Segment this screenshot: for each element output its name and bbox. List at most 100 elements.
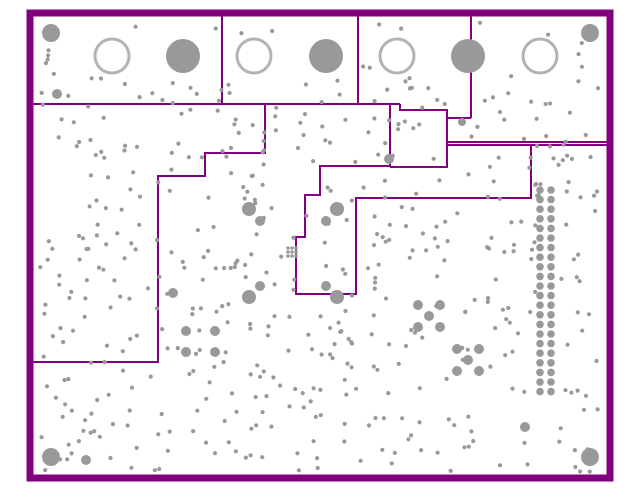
via xyxy=(93,152,98,158)
via xyxy=(493,277,498,282)
via xyxy=(490,95,496,100)
via xyxy=(66,442,71,447)
via xyxy=(534,143,540,148)
via xyxy=(324,263,329,269)
via xyxy=(373,415,378,421)
via xyxy=(155,238,160,243)
via xyxy=(375,231,380,237)
via xyxy=(466,414,471,419)
via xyxy=(194,91,199,96)
via xyxy=(372,99,377,104)
via xyxy=(573,464,578,470)
via xyxy=(190,306,195,311)
via xyxy=(220,149,225,154)
via xyxy=(372,116,377,121)
via xyxy=(148,374,153,379)
via xyxy=(46,239,51,244)
via xyxy=(569,390,574,395)
via xyxy=(195,228,200,233)
via xyxy=(383,195,388,200)
via xyxy=(383,239,388,244)
via xyxy=(106,175,111,180)
via xyxy=(249,252,254,257)
via xyxy=(303,82,308,87)
via xyxy=(336,320,341,325)
via xyxy=(426,86,431,91)
via xyxy=(207,380,212,385)
connector-pad-3 xyxy=(451,39,485,73)
via xyxy=(221,360,226,365)
via xyxy=(344,392,349,397)
via xyxy=(366,130,371,135)
via xyxy=(301,132,306,138)
via xyxy=(291,287,296,292)
via xyxy=(328,352,333,357)
via xyxy=(322,240,327,245)
via xyxy=(313,414,318,419)
via xyxy=(58,326,63,331)
via xyxy=(95,397,100,403)
via xyxy=(198,306,203,311)
via xyxy=(412,330,418,335)
header-pin xyxy=(547,282,555,290)
via xyxy=(376,152,381,157)
via xyxy=(496,155,501,160)
via xyxy=(128,187,133,192)
via xyxy=(497,463,503,468)
header-pin xyxy=(536,359,544,367)
via xyxy=(131,170,136,175)
header-pin xyxy=(536,378,544,386)
via xyxy=(382,178,387,183)
via xyxy=(389,461,394,466)
via xyxy=(213,351,218,356)
via xyxy=(165,448,170,453)
via xyxy=(387,222,392,227)
mounting-hole-top-left xyxy=(42,24,60,42)
header-pin xyxy=(547,311,555,319)
via xyxy=(104,242,109,247)
via xyxy=(471,438,476,444)
via xyxy=(43,302,48,307)
via xyxy=(507,320,512,325)
via xyxy=(465,347,470,352)
via xyxy=(349,365,354,370)
via xyxy=(69,451,74,456)
via xyxy=(74,144,79,149)
via xyxy=(223,350,228,355)
via xyxy=(567,110,573,115)
via xyxy=(204,396,209,401)
via xyxy=(460,357,465,362)
via xyxy=(191,368,196,374)
via xyxy=(212,364,217,369)
via xyxy=(137,95,142,100)
via xyxy=(261,369,266,374)
via xyxy=(160,97,165,103)
via xyxy=(156,180,161,185)
via xyxy=(94,233,99,238)
via xyxy=(254,232,259,237)
via xyxy=(101,115,106,120)
via xyxy=(115,231,120,236)
via xyxy=(122,81,127,87)
via xyxy=(373,275,378,280)
via xyxy=(386,391,391,396)
header-pin xyxy=(536,243,544,252)
via xyxy=(543,101,548,107)
via xyxy=(226,440,231,445)
via xyxy=(191,429,196,434)
via xyxy=(306,332,311,337)
via xyxy=(366,423,372,428)
via xyxy=(188,107,193,112)
via xyxy=(45,57,50,62)
via xyxy=(273,128,278,133)
header-pin xyxy=(536,301,544,310)
connector-pads xyxy=(93,37,559,75)
via xyxy=(278,383,283,388)
via xyxy=(346,336,351,341)
via xyxy=(400,416,405,421)
via xyxy=(60,414,65,419)
via xyxy=(593,208,598,214)
connector-ring-1 xyxy=(93,37,131,75)
header-pin xyxy=(547,387,555,396)
via xyxy=(286,348,291,353)
